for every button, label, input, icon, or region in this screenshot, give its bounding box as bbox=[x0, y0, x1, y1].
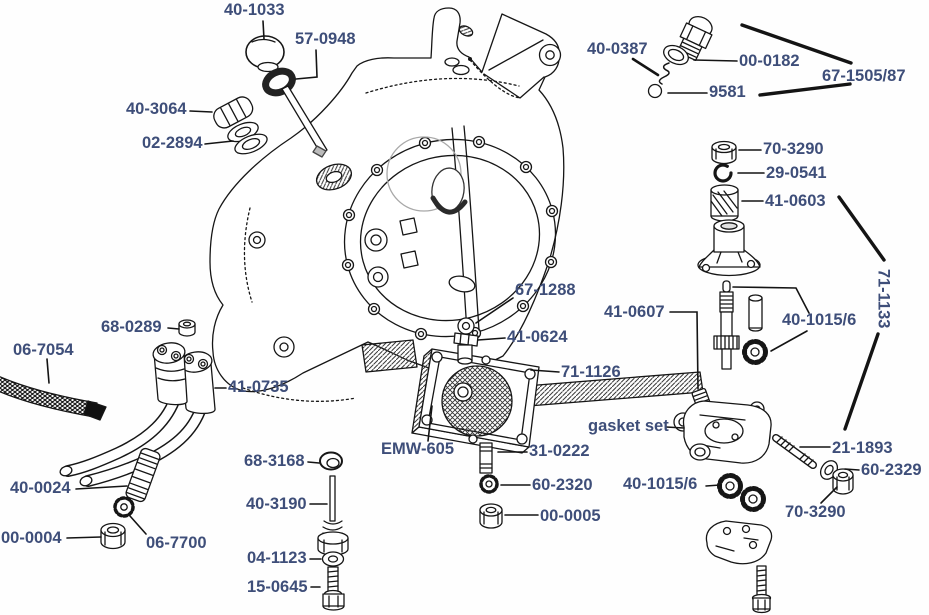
part-label-40-0024: 40-0024 bbox=[10, 479, 71, 497]
distributor-drive-drawing bbox=[697, 140, 768, 370]
leader-line bbox=[770, 330, 808, 352]
leader-line bbox=[75, 485, 128, 490]
part-label-00-0005: 00-0005 bbox=[540, 507, 601, 525]
leader-line bbox=[427, 405, 433, 442]
part-label-06-7054: 06-7054 bbox=[13, 341, 74, 359]
part-label-15-0645: 15-0645 bbox=[247, 578, 308, 596]
part-label-68-3168: 68-3168 bbox=[244, 452, 305, 470]
part-label-40-1033: 40-1033 bbox=[224, 1, 285, 19]
part-label-21-1893: 21-1893 bbox=[832, 439, 893, 457]
leader-line bbox=[631, 57, 660, 77]
leader-line bbox=[46, 358, 50, 384]
elbow-fitting-drawing bbox=[453, 317, 479, 365]
leader-line bbox=[740, 23, 853, 65]
leader-line bbox=[665, 426, 685, 429]
part-label-40-1015-6: 40-1015/6 bbox=[623, 475, 698, 493]
part-label-70-3290: 70-3290 bbox=[785, 503, 846, 521]
part-label-41-0735: 41-0735 bbox=[228, 378, 289, 396]
part-label-00-0182: 00-0182 bbox=[739, 52, 800, 70]
part-label-emw-605: EMW-605 bbox=[381, 440, 455, 458]
part-label-71-1126: 71-1126 bbox=[561, 363, 621, 381]
part-label-71-1133: 71-1133 bbox=[874, 268, 893, 329]
oil-pump-drawing bbox=[673, 388, 854, 614]
part-label-70-3290: 70-3290 bbox=[763, 140, 824, 158]
part-label-57-0948: 57-0948 bbox=[295, 30, 356, 48]
part-label-41-0624: 41-0624 bbox=[507, 328, 568, 346]
oil-pipes-drawing bbox=[0, 319, 216, 550]
leader-line bbox=[167, 327, 180, 330]
part-label-04-1123: 04-1123 bbox=[247, 549, 307, 567]
part-label-29-0541: 29-0541 bbox=[766, 164, 827, 182]
part-label-60-2329: 60-2329 bbox=[861, 461, 922, 479]
part-label-67-1288: 67-1288 bbox=[515, 281, 576, 299]
leader-line bbox=[262, 20, 265, 40]
leader-line bbox=[204, 140, 234, 145]
leader-line bbox=[477, 337, 506, 341]
leader-line bbox=[295, 49, 318, 80]
dipstick-drawing bbox=[262, 67, 328, 158]
pressure-release-column-drawing bbox=[317, 451, 349, 611]
part-label-02-2894: 02-2894 bbox=[142, 134, 203, 152]
part-label-9581: 9581 bbox=[709, 83, 746, 101]
part-label-gasket-set: gasket set bbox=[588, 417, 669, 435]
part-label-40-0387: 40-0387 bbox=[587, 40, 648, 58]
part-label-60-2320: 60-2320 bbox=[532, 476, 593, 494]
leader-line bbox=[820, 486, 838, 504]
leader-line bbox=[129, 515, 147, 535]
part-label-68-0289: 68-0289 bbox=[101, 318, 162, 336]
part-label-40-1015-6: 40-1015/6 bbox=[782, 311, 857, 329]
leader-line bbox=[530, 369, 560, 373]
part-label-40-3190: 40-3190 bbox=[246, 495, 307, 513]
part-label-31-0222: 31-0222 bbox=[529, 442, 590, 460]
leader-line bbox=[307, 461, 320, 464]
leader-line bbox=[844, 468, 860, 471]
leader-line bbox=[837, 195, 886, 262]
part-label-06-7700: 06-7700 bbox=[146, 534, 207, 552]
leader-line bbox=[705, 484, 721, 487]
crankcase-drawing bbox=[209, 7, 704, 408]
leader-line bbox=[66, 536, 102, 539]
part-label-00-0004: 00-0004 bbox=[1, 529, 62, 547]
leader-line bbox=[669, 311, 699, 390]
part-label-41-0607: 41-0607 bbox=[604, 303, 665, 321]
filler-cap-drawing bbox=[245, 35, 285, 73]
leader-line bbox=[693, 59, 738, 62]
relief-valve-drawing bbox=[213, 96, 268, 155]
part-label-67-1505-87: 67-1505/87 bbox=[822, 67, 906, 85]
leader-line bbox=[843, 332, 880, 431]
pressure-valve-assembly-drawing bbox=[647, 15, 713, 99]
leader-line bbox=[475, 297, 514, 324]
leader-line bbox=[758, 82, 852, 97]
part-label-41-0603: 41-0603 bbox=[765, 192, 826, 210]
sump-plate-drawing bbox=[411, 348, 540, 529]
leader-line bbox=[732, 286, 810, 314]
leader-line bbox=[189, 110, 213, 113]
part-label-40-3064: 40-3064 bbox=[126, 100, 187, 118]
